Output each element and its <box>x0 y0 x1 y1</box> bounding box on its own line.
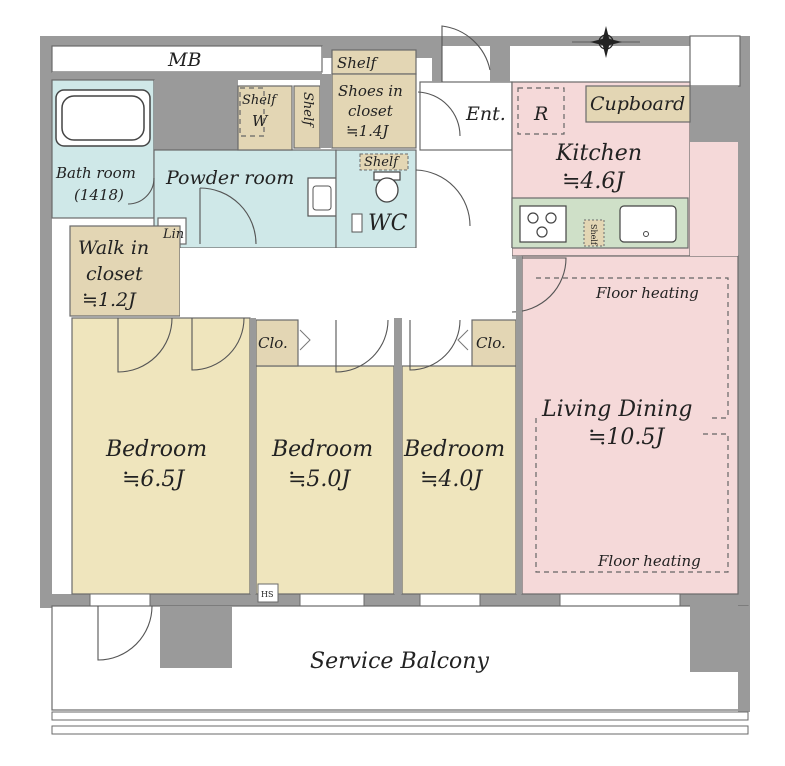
shelf-wc <box>359 153 409 171</box>
bedroom-3 <box>401 365 517 595</box>
shelf-w-label: Shelf <box>242 93 278 108</box>
walk-in-closet-label-2: closet <box>86 263 143 285</box>
wc-label: WC <box>368 211 408 236</box>
floor-heating-top-label: Floor heating <box>595 284 699 302</box>
refrigerator-label: R <box>533 103 548 125</box>
bath-room-label-1: Bath room <box>55 164 136 182</box>
walk-in-closet-label-3: ≒1.2J <box>82 289 137 311</box>
bedroom-1 <box>71 317 251 595</box>
walk-in-closet <box>69 225 181 317</box>
refrigerator-space <box>517 87 565 135</box>
shoes-closet-label-2: closet <box>348 102 394 120</box>
shelf-kitchen <box>583 219 605 247</box>
mb-area <box>51 45 323 73</box>
hs-box <box>257 583 279 603</box>
kitchen-sink-icon <box>619 205 677 243</box>
bedroom-1-label-2: ≒6.5J <box>122 467 185 492</box>
living-dining-label-2: ≒10.5J <box>588 425 665 450</box>
compass-icon <box>572 26 640 58</box>
closet-2 <box>471 319 517 367</box>
outer-wall-left <box>40 36 52 608</box>
entrance-label: Ent. <box>465 103 506 125</box>
entrance <box>419 81 513 151</box>
walk-in-closet-label-1: Walk in <box>78 237 149 259</box>
shoes-closet-label-1: Shoes in <box>338 82 403 100</box>
kitchen-label-2: ≒4.6J <box>562 169 625 194</box>
closet-1-label: Clo. <box>258 334 288 352</box>
shoes-closet-label-3: ≒1.4J <box>346 122 389 140</box>
floor-heating-bottom-label: Floor heating <box>597 552 701 570</box>
hs-label: HS <box>261 590 273 599</box>
bath-room-label-2: (1418) <box>74 186 124 204</box>
living-dining-label-1: Living Dining <box>541 397 693 422</box>
balcony-railing <box>51 711 749 735</box>
linen-label: Lin <box>162 227 184 242</box>
shelf-kitchen-label: Shelf <box>589 224 598 246</box>
shoes-in-closet <box>331 73 417 149</box>
powder-room-label: Powder room <box>165 167 294 189</box>
sink-icon <box>307 177 337 217</box>
outer-wall-top <box>40 36 744 46</box>
bedroom-1-label-1: Bedroom <box>105 437 207 462</box>
kitchen-label-1: Kitchen <box>555 141 642 166</box>
outer-wall-right <box>738 36 750 606</box>
toilet-icon <box>373 171 401 203</box>
shelf-w-box <box>237 85 293 151</box>
bedroom-3-label-2: ≒4.0J <box>420 467 483 492</box>
bedroom-2 <box>255 365 395 595</box>
shelf-vertical-label: Shelf <box>300 92 315 128</box>
windows <box>89 593 681 607</box>
w-mark-label: W <box>252 112 269 130</box>
cupboard <box>585 85 691 123</box>
bedroom-2-label-2: ≒5.0J <box>288 467 351 492</box>
bedroom-3-label-1: Bedroom <box>403 437 505 462</box>
hallway <box>180 248 512 318</box>
closet-2-label: Clo. <box>476 334 506 352</box>
bathtub-icon <box>55 89 151 147</box>
cupboard-label: Cupboard <box>590 93 685 115</box>
stove-icon <box>519 205 567 243</box>
shelf-top-label: Shelf <box>337 54 379 72</box>
shelf-wc-label: Shelf <box>364 155 400 170</box>
shelf-vertical <box>293 85 321 149</box>
mb-label: MB <box>167 49 201 71</box>
service-balcony-label: Service Balcony <box>310 649 489 674</box>
bedroom-2-label-1: Bedroom <box>271 437 373 462</box>
